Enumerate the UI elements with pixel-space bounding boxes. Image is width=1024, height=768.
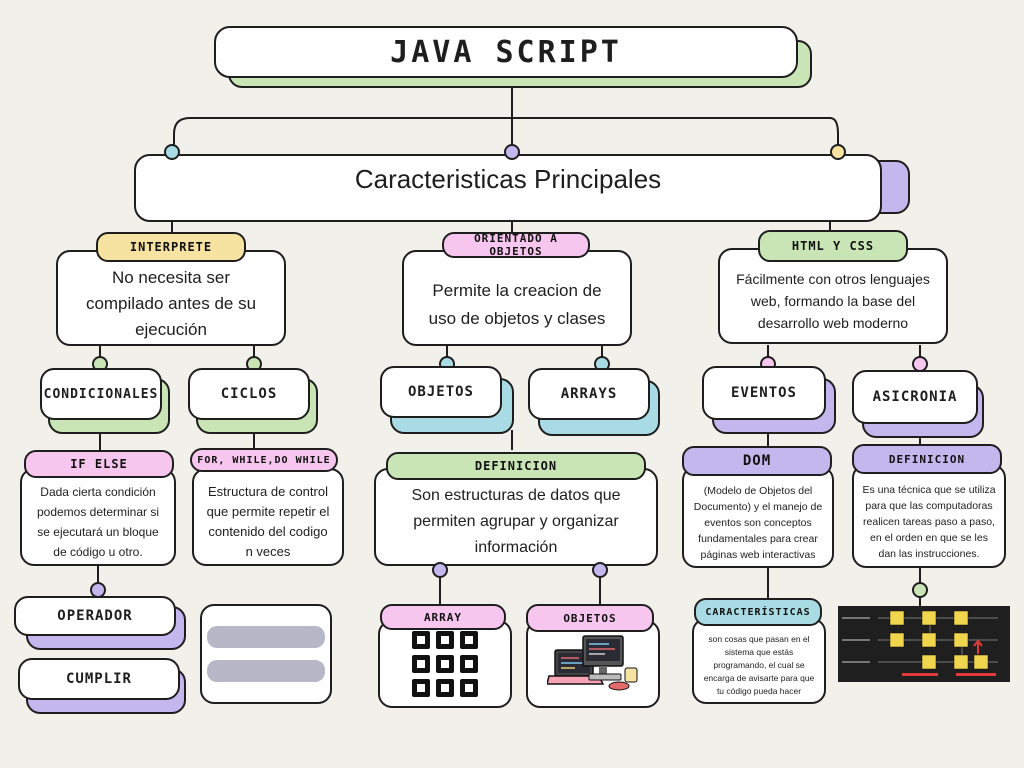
dom-desc: (Modelo de Objetos del Documento) y el m… (682, 466, 834, 568)
objetos-node: OBJETOS (380, 366, 502, 418)
lines-icon-card (200, 604, 332, 704)
connector-dot (504, 144, 520, 160)
orientado-tag: ORIENTADO A OBJETOS (442, 232, 590, 258)
objetos-icon-card (526, 620, 660, 708)
cumplir-node: CUMPLIR (18, 658, 180, 700)
computer-icon (547, 635, 638, 691)
placeholder-bar-icon (207, 626, 325, 648)
definicion-desc: Son estructuras de datos que permiten ag… (374, 468, 658, 566)
ciclos-desc: Estructura de control que permite repeti… (192, 468, 344, 566)
ciclos-tag: FOR, WHILE,DO WHILE (190, 448, 338, 472)
html-css-tag: HTML Y CSS (758, 230, 908, 262)
caracteristicas-tag: CARACTERÍSTICAS (694, 598, 822, 626)
asicronia-node: ASICRONIA (852, 370, 978, 424)
caracteristicas-desc: son cosas que pasan en el sistema que es… (692, 618, 826, 704)
operador-node: OPERADOR (14, 596, 176, 636)
js-timeline-diagram (838, 606, 1010, 682)
array-icon-card (378, 620, 512, 708)
level2-connectors (99, 345, 921, 368)
ciclos-node: CICLOS (188, 368, 310, 420)
if-else-desc: Dada cierta condición podemos determinar… (20, 468, 176, 566)
connector-dot (912, 582, 928, 598)
connector-dot (830, 144, 846, 160)
definicion-tag: DEFINICION (386, 452, 646, 480)
html-css-desc: Fácilmente con otros lenguajes web, form… (718, 248, 948, 344)
level3-connectors (99, 430, 921, 450)
connector-dot (432, 562, 448, 578)
objetos-tag: OBJETOS (526, 604, 654, 632)
interprete-desc: No necesita ser compilado antes de su ej… (56, 250, 286, 346)
array-tag: ARRAY (380, 604, 506, 630)
connector-dot (164, 144, 180, 160)
arrays-node: ARRAYS (528, 368, 650, 420)
interprete-tag: INTERPRETE (96, 232, 246, 262)
grid-icon (412, 631, 478, 697)
eventos-node: EVENTOS (702, 366, 826, 420)
level4-connectors (97, 560, 921, 608)
placeholder-bar-icon (207, 660, 325, 682)
condicionales-node: CONDICIONALES (40, 368, 162, 420)
asicronia-desc: Es una técnica que se utiliza para que l… (852, 464, 1006, 568)
title-connector (173, 78, 839, 150)
page-title: JAVA SCRIPT (214, 26, 798, 78)
asicronia-def-tag: DEFINICION (852, 444, 1002, 474)
connector-dot (592, 562, 608, 578)
main-heading: Caracteristicas Principales (134, 154, 882, 222)
dom-tag: DOM (682, 446, 832, 476)
if-else-tag: IF ELSE (24, 450, 174, 478)
orientado-desc: Permite la creacion de uso de objetos y … (402, 250, 632, 346)
